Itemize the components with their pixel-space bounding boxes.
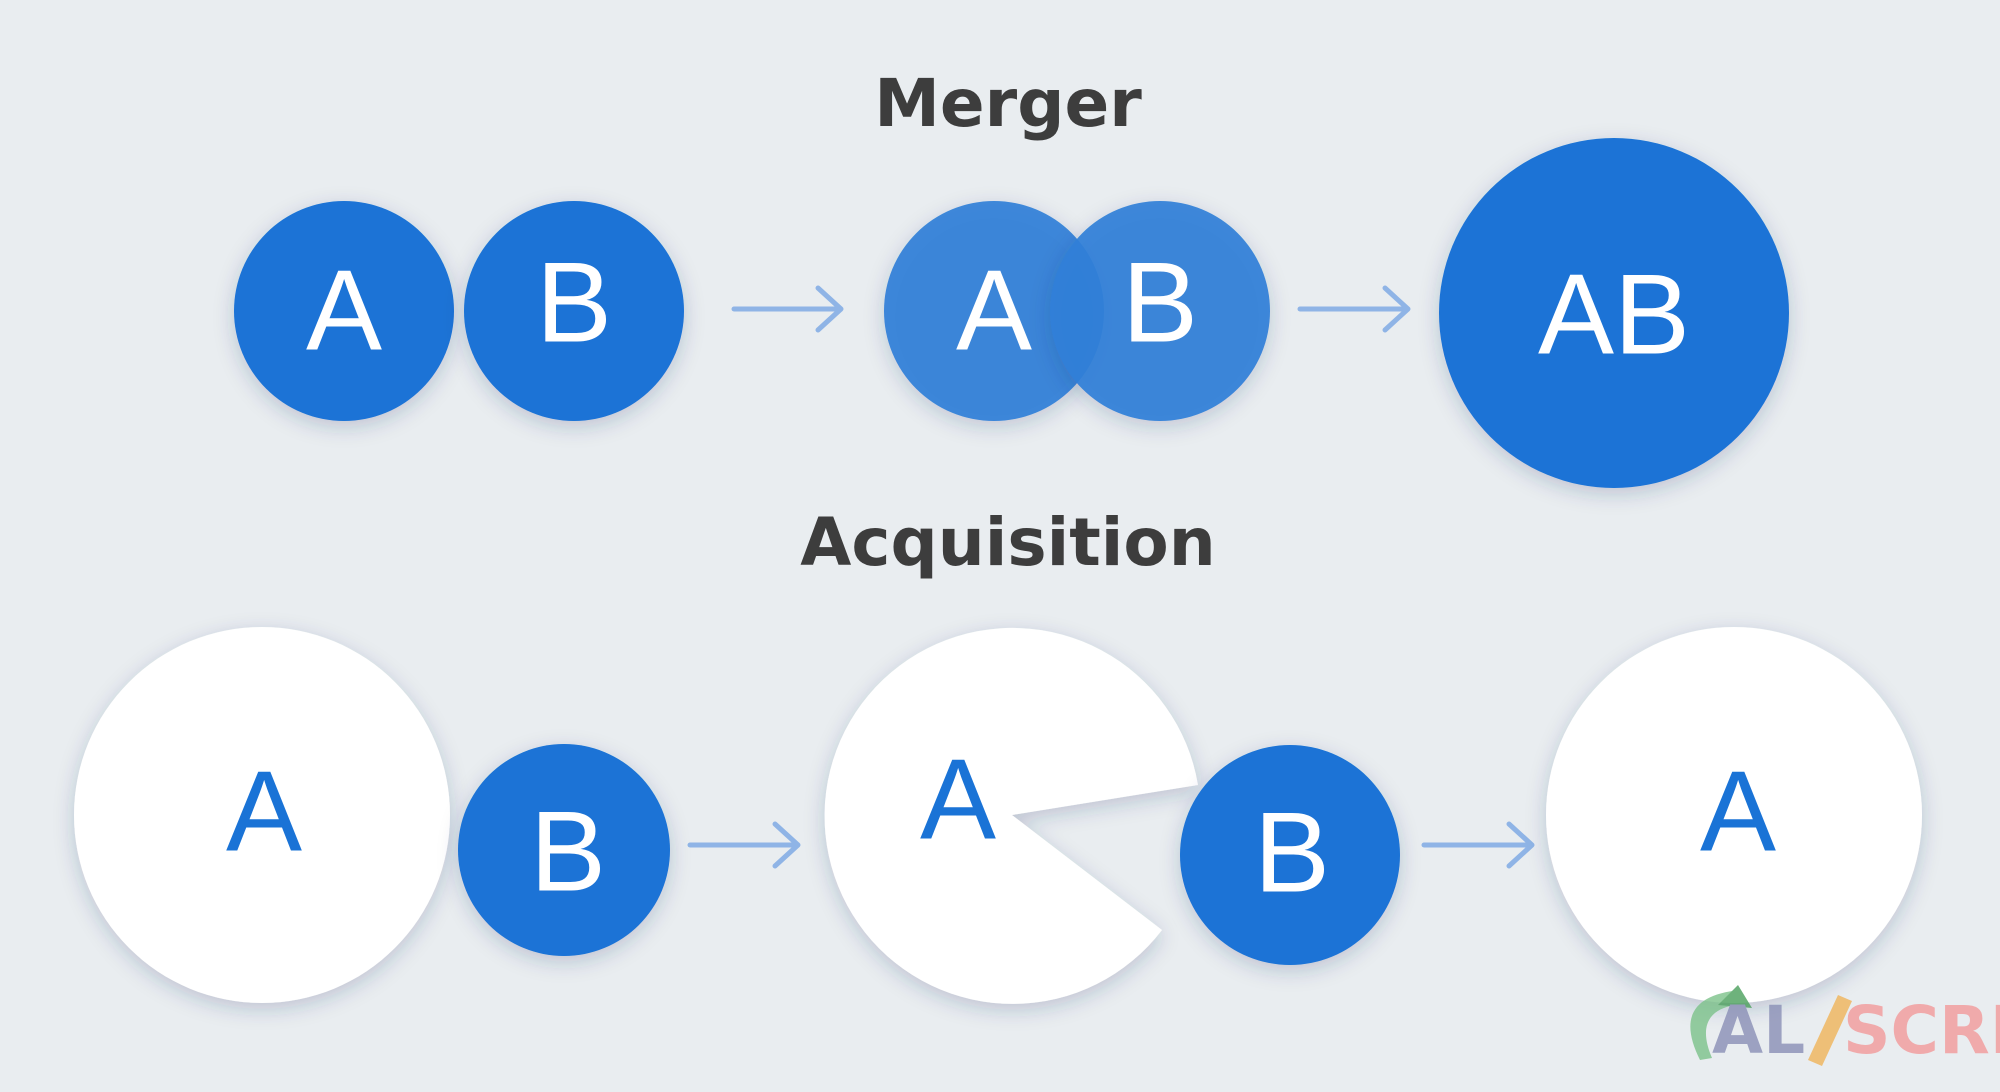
acquisition-step-2: A B	[824, 627, 1400, 1004]
acquirer-absorbing-shape	[824, 627, 1198, 1004]
company-a-label: A	[306, 248, 382, 375]
merger-arrow-1-icon	[731, 285, 844, 333]
company-b-overlap-circle	[1050, 201, 1270, 421]
company-b-circle	[464, 201, 684, 421]
watermark-swoosh-icon	[1690, 990, 1740, 1060]
acquisition-arrow-1-icon	[687, 821, 801, 869]
target-b-label: B	[530, 789, 606, 916]
merger-step-1: A B	[234, 201, 684, 421]
resulting-company-circle	[1546, 627, 1922, 1003]
acquisition-step-1: A B	[74, 627, 670, 1003]
acquirer-absorbing-label: A	[920, 737, 996, 864]
watermark-arrow-icon	[1718, 985, 1752, 1008]
acquirer-a-circle	[74, 627, 450, 1003]
merger-arrow-2-icon	[1297, 285, 1411, 333]
watermark-logo: AL SCRIBE	[1690, 985, 2000, 1069]
acquisition-step-3: A	[1546, 627, 1922, 1003]
company-b-overlap-label: B	[1122, 240, 1198, 367]
company-a-overlap-circle	[884, 201, 1104, 421]
target-being-absorbed-label: B	[1254, 790, 1330, 917]
merger-step-2: A B	[884, 201, 1270, 421]
acquirer-a-label: A	[226, 749, 302, 876]
merged-company-circle	[1439, 138, 1789, 488]
target-b-circle	[458, 744, 670, 956]
target-being-absorbed-circle	[1180, 745, 1400, 965]
company-a-overlap-label: A	[956, 248, 1032, 375]
company-a-circle	[234, 201, 454, 421]
watermark-text-part1: AL	[1712, 992, 1805, 1069]
acquisition-title: Acquisition	[800, 504, 1215, 581]
resulting-company-label: A	[1700, 749, 1776, 876]
acquisition-arrow-2-icon	[1421, 821, 1535, 869]
merged-company-label: AB	[1538, 252, 1690, 379]
merger-step-3: AB	[1439, 138, 1789, 488]
merger-title: Merger	[874, 65, 1142, 142]
company-b-label: B	[536, 240, 612, 367]
watermark-pencil-icon	[1808, 995, 1852, 1066]
watermark-text-part2: SCRIBE	[1843, 992, 2000, 1069]
